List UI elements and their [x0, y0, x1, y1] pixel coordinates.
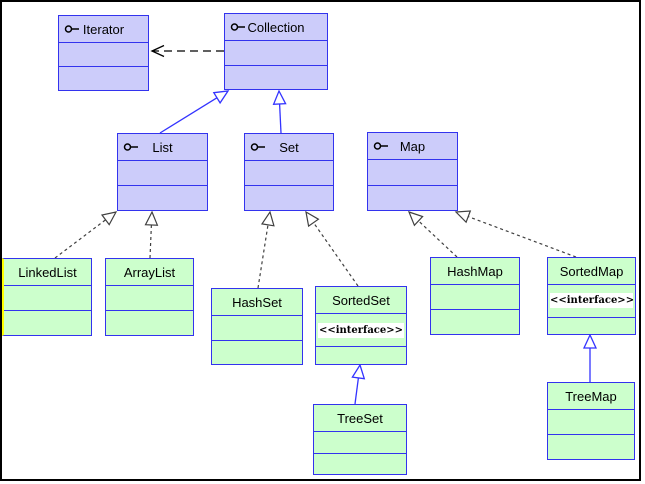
class-name: Map: [399, 138, 426, 154]
class-box-iterator[interactable]: Iterator: [58, 15, 149, 91]
operations-compartment: [314, 452, 406, 474]
operations-compartment: [212, 339, 302, 364]
class-name: TreeSet: [337, 410, 383, 426]
attributes-compartment: [314, 431, 406, 453]
class-name: LinkedList: [18, 264, 77, 280]
stereotype-compartment: <<interface>>: [548, 284, 635, 317]
class-name: Collection: [247, 19, 305, 35]
class-box-treeset[interactable]: TreeSet: [313, 404, 407, 475]
stereotype-label: <<interface>>: [318, 322, 404, 338]
attributes-compartment: [212, 315, 302, 340]
title-compartment: HashMap: [431, 258, 519, 284]
class-box-list[interactable]: List: [117, 133, 208, 211]
attributes-compartment: [245, 160, 333, 185]
title-compartment: ArrayList: [106, 259, 193, 285]
class-name: SortedSet: [332, 292, 390, 308]
class-box-linkedlist[interactable]: LinkedList: [2, 258, 92, 336]
title-compartment: SortedMap: [548, 258, 635, 284]
class-name: SortedMap: [559, 263, 624, 279]
attributes-compartment: [4, 285, 91, 310]
interface-lollipop-icon: [123, 143, 138, 151]
operations-compartment: [106, 310, 193, 335]
interface-lollipop-icon: [230, 23, 245, 31]
class-name: Iterator: [82, 21, 125, 37]
class-box-hashmap[interactable]: HashMap: [430, 257, 520, 335]
class-box-arraylist[interactable]: ArrayList: [105, 258, 194, 336]
operations-compartment: [431, 309, 519, 334]
title-compartment: Collection: [225, 14, 327, 40]
class-box-sortedmap[interactable]: SortedMap <<interface>>: [547, 257, 636, 335]
interface-lollipop-icon: [250, 143, 265, 151]
attributes-compartment: [368, 159, 457, 185]
operations-compartment: [368, 184, 457, 210]
class-name: HashMap: [447, 263, 503, 279]
class-box-treemap[interactable]: TreeMap: [547, 382, 635, 460]
attributes-compartment: [106, 285, 193, 310]
title-compartment: HashSet: [212, 289, 302, 315]
title-compartment: SortedSet: [316, 287, 406, 313]
attributes-compartment: [548, 409, 634, 434]
attributes-compartment: [431, 284, 519, 309]
class-box-collection[interactable]: Collection: [224, 13, 328, 90]
class-name: HashSet: [232, 294, 282, 310]
stereotype-label: <<interface>>: [550, 293, 635, 309]
class-name: Set: [279, 139, 299, 155]
title-compartment: TreeSet: [314, 405, 406, 431]
operations-compartment: [245, 185, 333, 210]
operations-compartment: [548, 316, 635, 334]
class-box-sortedset[interactable]: SortedSet <<interface>>: [315, 286, 407, 365]
class-name: TreeMap: [565, 388, 617, 404]
title-compartment: List: [118, 134, 207, 160]
attributes-compartment: [225, 40, 327, 65]
class-name: List: [152, 139, 173, 155]
interface-lollipop-icon: [64, 25, 79, 33]
interface-lollipop-icon: [373, 142, 388, 150]
class-box-map[interactable]: Map: [367, 132, 458, 211]
class-box-hashset[interactable]: HashSet: [211, 288, 303, 365]
class-box-set[interactable]: Set: [244, 133, 334, 211]
class-name: ArrayList: [123, 264, 176, 280]
title-compartment: Set: [245, 134, 333, 160]
operations-compartment: [225, 64, 327, 89]
operations-compartment: [59, 66, 148, 90]
title-compartment: Iterator: [59, 16, 148, 42]
stereotype-compartment: <<interface>>: [316, 313, 406, 346]
operations-compartment: [548, 434, 634, 459]
title-compartment: LinkedList: [4, 259, 91, 285]
title-compartment: TreeMap: [548, 383, 634, 409]
title-compartment: Map: [368, 133, 457, 159]
operations-compartment: [316, 346, 406, 364]
attributes-compartment: [118, 160, 207, 185]
operations-compartment: [118, 185, 207, 210]
attributes-compartment: [59, 42, 148, 66]
operations-compartment: [4, 310, 91, 335]
